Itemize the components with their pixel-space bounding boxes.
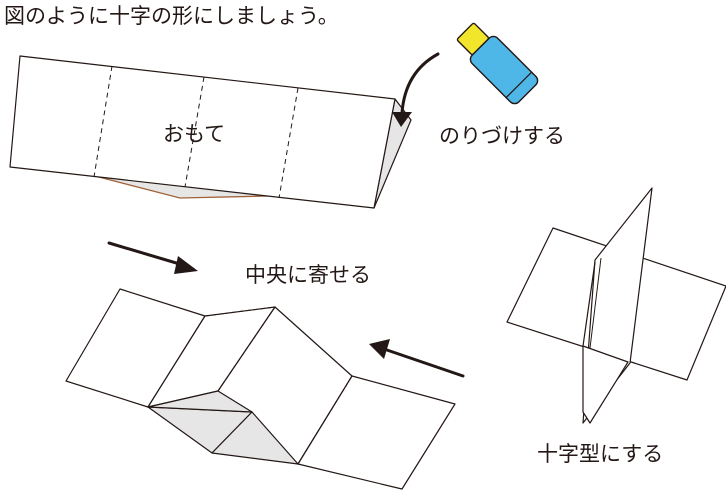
cross-shape-figure bbox=[506, 187, 726, 424]
strip-back-edge bbox=[94, 175, 269, 199]
front-side-label: おもて bbox=[163, 122, 226, 146]
fold-line bbox=[93, 65, 113, 178]
paper-strip bbox=[9, 55, 396, 209]
inner-shade-top bbox=[147, 390, 253, 413]
cross-plane-edge bbox=[589, 257, 602, 349]
folded-strip-figure bbox=[65, 288, 456, 490]
inner-shade-right bbox=[211, 411, 299, 465]
glue-stick-icon bbox=[456, 22, 539, 105]
glue-arrow bbox=[392, 52, 440, 127]
arrow-right-icon bbox=[107, 241, 198, 274]
flat-strip-figure bbox=[9, 55, 412, 209]
arrow-left-icon bbox=[369, 339, 465, 378]
right-panel bbox=[297, 375, 456, 490]
fold-line bbox=[297, 375, 353, 465]
cross-shape-label: 十字型にする bbox=[537, 442, 664, 466]
center-fold-label: 中央に寄せる bbox=[245, 263, 371, 287]
fold-line bbox=[184, 76, 205, 188]
instruction-text: 図のように十字の形にしましょう。 bbox=[4, 4, 339, 28]
cross-vertical-flap bbox=[582, 345, 629, 424]
fold-line bbox=[204, 306, 276, 317]
fold-line bbox=[278, 87, 299, 199]
fold-line bbox=[217, 306, 276, 392]
glue-label: のりづけする bbox=[439, 124, 565, 148]
cross-plane-edge bbox=[582, 261, 596, 347]
